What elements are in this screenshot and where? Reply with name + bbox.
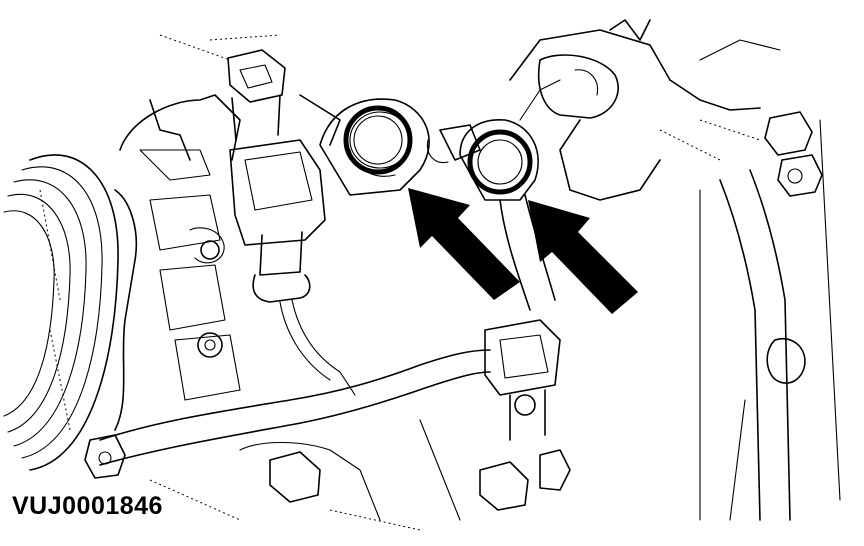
indicator-arrow-2 (528, 200, 638, 314)
upper-bracket (509, 19, 781, 201)
pressure-switch (229, 94, 341, 381)
refrigerant-hose (99, 349, 491, 466)
right-bolts (764, 111, 823, 197)
mounting-arm (699, 119, 841, 521)
o-ring-2 (467, 129, 533, 195)
upper-bolt (159, 34, 286, 141)
indicator-arrow-1 (408, 188, 520, 300)
figure-reference-code: VUJ0001846 (12, 492, 163, 520)
compressor-body (114, 94, 241, 431)
line-fitting-block (484, 319, 561, 441)
compressor-pulley (3, 154, 119, 471)
lower-bolts (84, 419, 571, 531)
o-ring-1 (343, 105, 413, 175)
